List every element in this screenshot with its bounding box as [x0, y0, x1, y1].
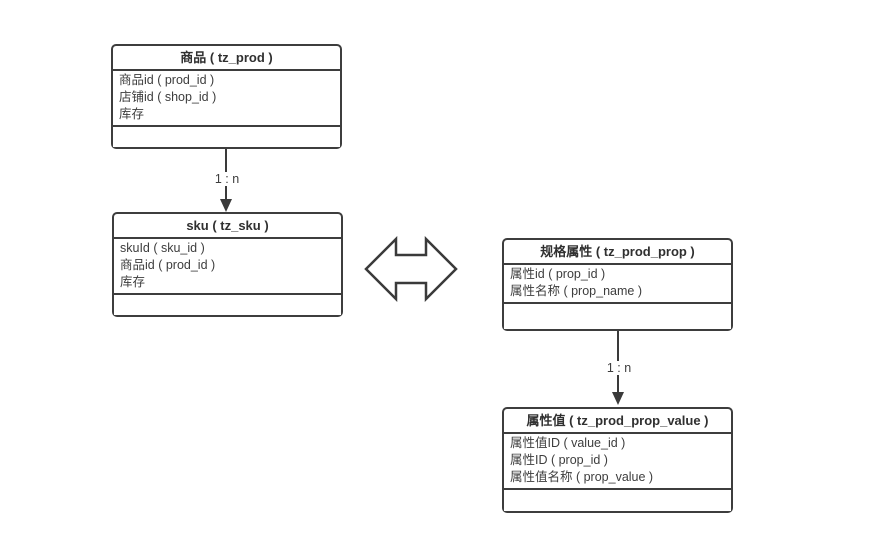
entity-table-prop-value: 属性值 ( tz_prod_prop_value ) 属性值ID ( value… — [502, 407, 733, 513]
bidirectional-arrow-shape — [364, 236, 458, 302]
table-fields-sku: skuId ( sku_id ) 商品id ( prod_id ) 库存 — [114, 239, 341, 295]
table-field: 商品id ( prod_id ) — [120, 258, 216, 272]
table-footer-section — [114, 295, 341, 315]
table-title-sku: sku ( tz_sku ) — [114, 214, 341, 239]
table-field: 属性名称 ( prop_name ) — [510, 284, 642, 298]
table-title-prod: 商品 ( tz_prod ) — [113, 46, 340, 71]
table-footer-section — [113, 127, 340, 147]
table-field: 商品id ( prod_id ) — [119, 73, 215, 87]
relation-label-prop-value: 1 : n — [603, 361, 635, 375]
table-footer-section — [504, 490, 731, 511]
table-footer-section — [504, 304, 731, 329]
table-fields-prod: 商品id ( prod_id ) 店铺id ( shop_id ) 库存 — [113, 71, 340, 127]
relation-label-prod-sku: 1 : n — [211, 172, 243, 186]
table-field: 属性值ID ( value_id ) — [510, 436, 626, 450]
table-field: skuId ( sku_id ) — [120, 241, 205, 255]
table-fields-prop: 属性id ( prop_id ) 属性名称 ( prop_name ) — [504, 265, 731, 304]
table-field: 属性ID ( prop_id ) — [510, 453, 608, 467]
table-field: 库存 — [119, 107, 145, 121]
table-title-prop: 规格属性 ( tz_prod_prop ) — [504, 240, 731, 265]
table-field: 店铺id ( shop_id ) — [119, 90, 217, 104]
table-fields-prop-value: 属性值ID ( value_id ) 属性ID ( prop_id ) 属性值名… — [504, 434, 731, 490]
table-title-prop-value: 属性值 ( tz_prod_prop_value ) — [504, 409, 731, 434]
table-field: 属性id ( prop_id ) — [510, 267, 606, 281]
table-field: 属性值名称 ( prop_value ) — [510, 470, 654, 484]
arrowhead-down-icon — [612, 392, 624, 405]
entity-table-prod: 商品 ( tz_prod ) 商品id ( prod_id ) 店铺id ( s… — [111, 44, 342, 149]
entity-table-sku: sku ( tz_sku ) skuId ( sku_id ) 商品id ( p… — [112, 212, 343, 317]
entity-table-prop: 规格属性 ( tz_prod_prop ) 属性id ( prop_id ) 属… — [502, 238, 733, 331]
arrowhead-down-icon — [220, 199, 232, 212]
table-field: 库存 — [120, 275, 146, 289]
